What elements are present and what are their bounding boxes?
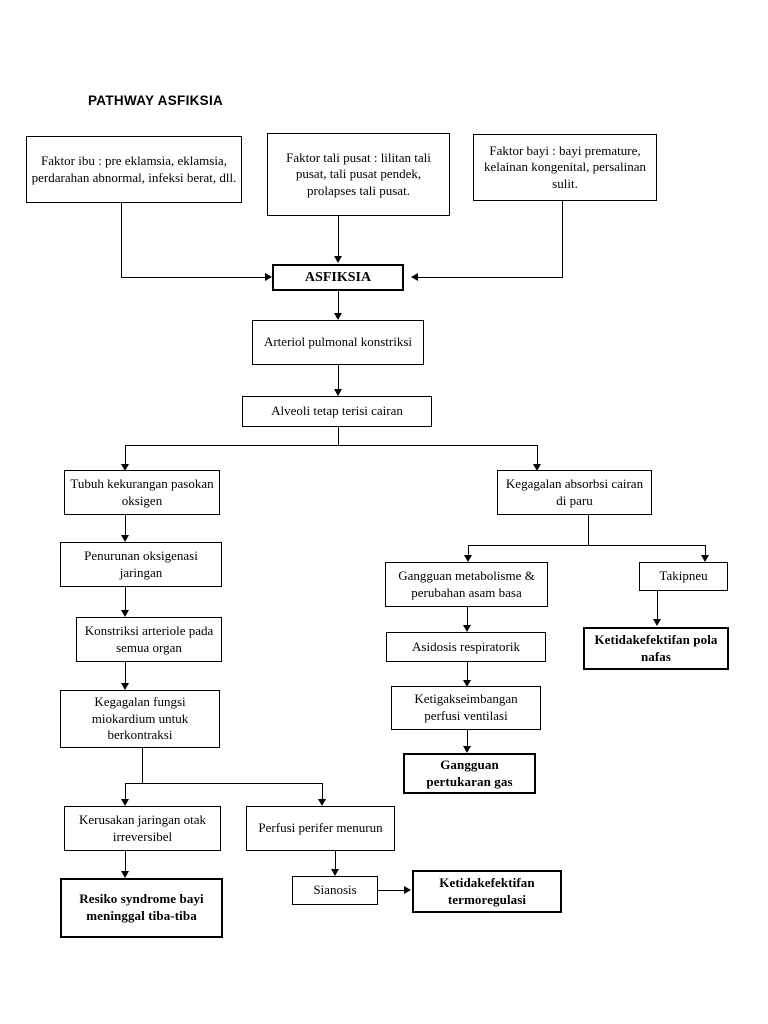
connector-absorbsi-split-stem: [588, 515, 589, 545]
node-sianosis-label: Sianosis: [313, 882, 357, 898]
node-faktor-bayi-label: Faktor bayi : bayi premature, kelainan k…: [483, 142, 647, 191]
connector-faktor-bayi-vertical: [562, 201, 563, 278]
arrowhead-miokardium-to-kerusakan-jaringan: [121, 799, 129, 806]
connector-alveoli-split-left-drop: [125, 445, 126, 466]
connector-alveoli-split-right-drop: [537, 445, 538, 466]
node-faktor-tali-pusat-label: Faktor tali pusat : lilitan tali pusat, …: [286, 149, 431, 198]
node-faktor-tali-pusat[interactable]: Faktor tali pusat : lilitan tali pusat, …: [267, 133, 450, 216]
arrowhead-tubuh-to-penurunan: [121, 535, 129, 542]
node-kerusakan-jaringan-otak[interactable]: Kerusakan jaringan otak irreversibel: [64, 806, 221, 851]
arrowhead-konstriksi-to-miokardium: [121, 683, 129, 690]
connector-faktor-bayi-horizontal: [418, 277, 563, 278]
node-ketigakseimbangan-perfusi-ventilasi[interactable]: Ketigakseimbangan perfusi ventilasi: [391, 686, 541, 730]
node-ketidakefektifan-termoregulasi[interactable]: Ketidakefektifan termoregulasi: [412, 870, 562, 913]
arrowhead-faktor-bayi-to-asfiksia: [411, 273, 418, 281]
connector-alveoli-split-stem: [338, 427, 339, 445]
arrowhead-takipneu-to-pola-nafas: [653, 619, 661, 626]
arrowhead-metabolisme-to-asidosis: [463, 625, 471, 632]
node-alveoli-tetap-terisi-cairan-label: Alveoli tetap terisi cairan: [271, 403, 403, 419]
node-ketidakefektifan-pola-nafas[interactable]: Ketidakefektifan pola nafas: [583, 627, 729, 670]
connector-absorbsi-split-bar: [468, 545, 705, 546]
arrowhead-alveoli-to-tubuh-kekurangan: [121, 464, 129, 471]
node-gangguan-metabolisme-asam-basa[interactable]: Gangguan metabolisme & perubahan asam ba…: [385, 562, 548, 607]
connector-ketigakseimbangan-to-pertukaran-gas: [467, 730, 468, 747]
connector-asidosis-to-ketigakseimbangan: [467, 662, 468, 681]
connector-konstriksi-to-miokardium: [125, 662, 126, 684]
connector-miokardium-split-bar: [125, 783, 323, 784]
node-asidosis-respiratorik[interactable]: Asidosis respiratorik: [386, 632, 546, 662]
arrowhead-penurunan-to-konstriksi: [121, 610, 129, 617]
connector-asfiksia-to-arteriol: [338, 291, 339, 314]
node-penurunan-oksigenasi-jaringan[interactable]: Penurunan oksigenasi jaringan: [60, 542, 222, 587]
node-arteriol-pulmonal-konstriksi-label: Arteriol pulmonal konstriksi: [263, 334, 413, 350]
node-kegagalan-absorbsi-cairan-paru[interactable]: Kegagalan absorbsi cairan di paru: [497, 470, 652, 515]
node-tubuh-kekurangan-pasokan-oksigen[interactable]: Tubuh kekurangan pasokan oksigen: [64, 470, 220, 515]
node-penurunan-oksigenasi-jaringan-label: Penurunan oksigenasi jaringan: [84, 547, 198, 580]
arrowhead-alveoli-to-kegagalan-absorbsi: [533, 464, 541, 471]
arrowhead-sianosis-to-termoregulasi: [404, 886, 411, 894]
node-kegagalan-fungsi-miokardium-label: Kegagalan fungsi miokardium untuk berkon…: [91, 694, 189, 743]
connector-absorbsi-split-right-drop: [705, 545, 706, 557]
arrowhead-arteriol-to-alveoli: [334, 389, 342, 396]
connector-faktor-ibu-horizontal: [121, 277, 265, 278]
node-gangguan-pertukaran-gas-label: Gangguan pertukaran gas: [426, 756, 513, 789]
connector-takipneu-to-pola-nafas: [657, 591, 658, 620]
connector-absorbsi-split-left-drop: [468, 545, 469, 557]
node-arteriol-pulmonal-konstriksi[interactable]: Arteriol pulmonal konstriksi: [252, 320, 424, 365]
arrowhead-ketigakseimbangan-to-pertukaran-gas: [463, 746, 471, 753]
node-faktor-ibu-label: Faktor ibu : pre eklamsia, eklamsia, per…: [31, 152, 237, 185]
connector-penurunan-to-konstriksi: [125, 587, 126, 611]
node-faktor-ibu[interactable]: Faktor ibu : pre eklamsia, eklamsia, per…: [26, 136, 242, 203]
node-konstriksi-arteriole-semua-organ[interactable]: Konstriksi arteriole pada semua organ: [76, 617, 222, 662]
connector-tubuh-to-penurunan: [125, 515, 126, 536]
node-takipneu-label: Takipneu: [659, 568, 708, 584]
node-ketidakefektifan-pola-nafas-label: Ketidakefektifan pola nafas: [594, 631, 718, 664]
arrowhead-kerusakan-to-resiko: [121, 871, 129, 878]
node-takipneu[interactable]: Takipneu: [639, 562, 728, 591]
node-ketigakseimbangan-perfusi-ventilasi-label: Ketigakseimbangan perfusi ventilasi: [414, 691, 518, 723]
arrowhead-absorbsi-to-gangguan-metabolisme: [464, 555, 472, 562]
arrowhead-faktor-ibu-to-asfiksia: [265, 273, 272, 281]
node-kerusakan-jaringan-otak-label: Kerusakan jaringan otak irreversibel: [78, 811, 207, 844]
connector-kerusakan-to-resiko: [125, 851, 126, 872]
node-perfusi-perifer-menurun-label: Perfusi perifer menurun: [258, 820, 383, 836]
node-kegagalan-fungsi-miokardium[interactable]: Kegagalan fungsi miokardium untuk berkon…: [60, 690, 220, 748]
arrowhead-faktor-tali-pusat-to-asfiksia: [334, 256, 342, 263]
connector-miokardium-split-stem: [142, 748, 143, 783]
node-gangguan-metabolisme-asam-basa-label: Gangguan metabolisme & perubahan asam ba…: [398, 567, 535, 600]
connector-perfusi-to-sianosis: [335, 851, 336, 870]
node-alveoli-tetap-terisi-cairan[interactable]: Alveoli tetap terisi cairan: [242, 396, 432, 427]
page-title: PATHWAY ASFIKSIA: [88, 93, 224, 108]
arrowhead-asfiksia-to-arteriol: [334, 313, 342, 320]
arrowhead-absorbsi-to-takipneu: [701, 555, 709, 562]
node-asfiksia-label: ASFIKSIA: [304, 269, 372, 285]
connector-miokardium-split-right-drop: [322, 783, 323, 800]
node-resiko-syndrome-bayi-meninggal-label: Resiko syndrome bayi meninggal tiba-tiba: [79, 891, 204, 923]
arrowhead-asidosis-to-ketigakseimbangan: [463, 680, 471, 687]
arrowhead-perfusi-to-sianosis: [331, 869, 339, 876]
connector-miokardium-split-left-drop: [125, 783, 126, 800]
node-gangguan-pertukaran-gas[interactable]: Gangguan pertukaran gas: [403, 753, 536, 794]
connector-arteriol-to-alveoli: [338, 365, 339, 390]
connector-metabolisme-to-asidosis: [467, 607, 468, 626]
node-faktor-bayi[interactable]: Faktor bayi : bayi premature, kelainan k…: [473, 134, 657, 201]
connector-faktor-tali-pusat-vertical: [338, 216, 339, 257]
connector-alveoli-split-bar: [125, 445, 538, 446]
node-tubuh-kekurangan-pasokan-oksigen-label: Tubuh kekurangan pasokan oksigen: [70, 475, 214, 508]
connector-faktor-ibu-vertical: [121, 203, 122, 278]
node-asidosis-respiratorik-label: Asidosis respiratorik: [412, 638, 520, 654]
node-kegagalan-absorbsi-cairan-paru-label: Kegagalan absorbsi cairan di paru: [505, 475, 644, 508]
node-konstriksi-arteriole-semua-organ-label: Konstriksi arteriole pada semua organ: [84, 622, 214, 655]
node-resiko-syndrome-bayi-meninggal[interactable]: Resiko syndrome bayi meninggal tiba-tiba: [60, 878, 223, 938]
node-asfiksia[interactable]: ASFIKSIA: [272, 264, 404, 291]
node-ketidakefektifan-termoregulasi-label: Ketidakefektifan termoregulasi: [439, 874, 535, 907]
node-sianosis[interactable]: Sianosis: [292, 876, 378, 905]
arrowhead-miokardium-to-perfusi-perifer: [318, 799, 326, 806]
node-perfusi-perifer-menurun[interactable]: Perfusi perifer menurun: [246, 806, 395, 851]
connector-sianosis-to-termoregulasi: [378, 890, 408, 891]
